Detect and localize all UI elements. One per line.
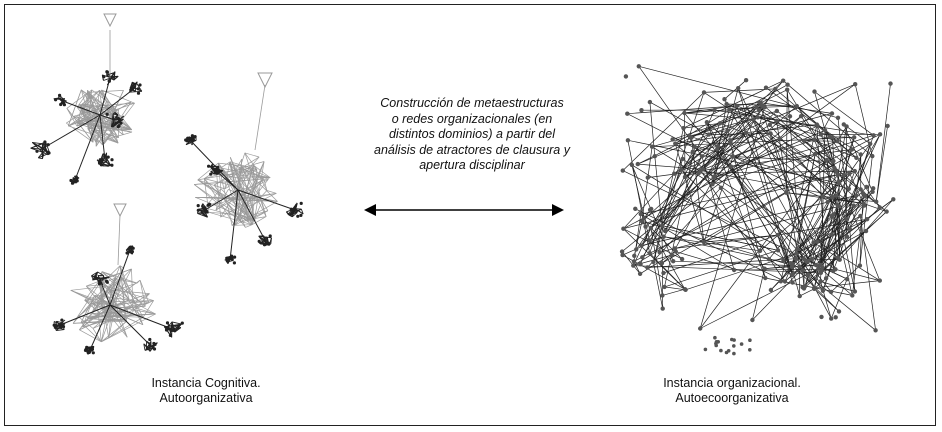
- cognitive-networks-illustration: [30, 13, 304, 355]
- right-caption: Instancia organizacional. Autoecoorganiz…: [602, 376, 862, 406]
- right-caption-title: Instancia organizacional.: [663, 376, 801, 390]
- left-caption-subtitle: Autoorganizativa: [159, 391, 253, 405]
- center-description: Construcción de metaestructuras o redes …: [352, 96, 592, 174]
- center-description-line: Construcción de metaestructuras: [380, 96, 564, 110]
- right-caption-subtitle: Autoecoorganizativa: [675, 391, 789, 405]
- center-description-line: análisis de atractores de clausura y: [374, 142, 570, 157]
- figure-frame: [4, 4, 936, 426]
- left-caption: Instancia Cognitiva. Autoorganizativa: [96, 376, 316, 406]
- double-headed-arrow: [364, 204, 564, 216]
- organizational-network-illustration: [619, 64, 896, 356]
- left-caption-title: Instancia Cognitiva.: [151, 376, 261, 390]
- center-description-line: distintos dominios) a partir del: [388, 127, 556, 141]
- center-description-line: apertura disciplinar: [419, 158, 525, 172]
- center-description-line: o redes organizacionales (en: [391, 111, 553, 126]
